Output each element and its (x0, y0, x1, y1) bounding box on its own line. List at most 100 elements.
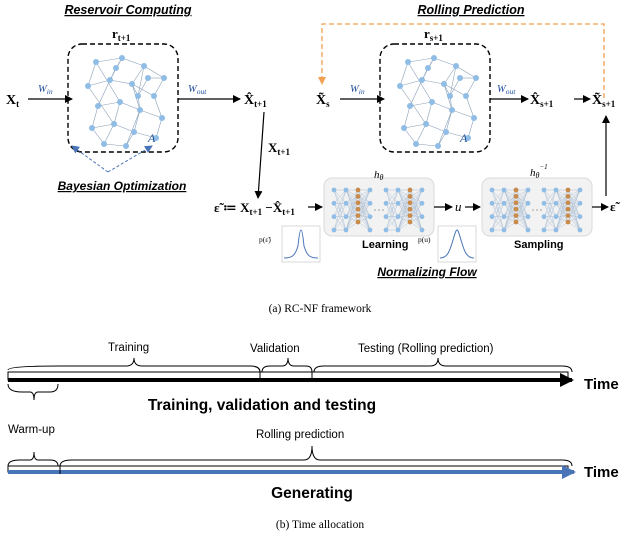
reservoir-edge (133, 131, 157, 139)
nn-node (541, 187, 547, 193)
r-t1-label: rt+1 (112, 26, 131, 43)
nn-node (395, 187, 401, 193)
caption-b: (b) Time allocation (276, 519, 364, 531)
nn-node (407, 187, 413, 193)
nn-edge (555, 189, 569, 210)
nn-node (343, 200, 349, 206)
reservoir-box-left (67, 43, 179, 153)
nn-edge (515, 202, 529, 231)
nn-node (489, 200, 495, 206)
nn-edge (333, 216, 347, 231)
nn-edge (515, 189, 529, 216)
reservoir-node (137, 107, 143, 113)
nn-edge (397, 196, 411, 217)
nn-node (513, 200, 519, 206)
nn-node (565, 200, 571, 206)
reservoir-edge (425, 123, 447, 133)
nn-edge (357, 209, 371, 231)
reservoir-node (431, 55, 437, 61)
reservoir-node (405, 59, 411, 65)
nn-node (343, 227, 349, 233)
bayes-title: Bayesian Optimization (58, 179, 187, 193)
nn-node (395, 200, 401, 206)
nf-title: Normalizing Flow (377, 265, 477, 279)
nn-edge (397, 189, 411, 216)
w-in-label-right: Win (350, 84, 365, 96)
reservoir-node (123, 143, 129, 149)
reservoir-network-left (85, 55, 167, 149)
reservoir-edge (121, 57, 145, 67)
reservoir-node (453, 63, 459, 69)
time-label-1: Time (584, 376, 619, 393)
nn-edge (567, 203, 581, 223)
nn-edge (555, 209, 569, 231)
nn-node (407, 200, 413, 206)
reservoir-node (423, 121, 429, 127)
nn-node (565, 187, 571, 193)
nn-edge (491, 189, 505, 217)
nn-edge (397, 209, 411, 231)
reservoir-edge (399, 85, 427, 125)
nn-node (513, 187, 519, 193)
nn-edge (333, 189, 347, 217)
nn-edge (543, 203, 557, 231)
nn-edge (567, 215, 581, 231)
nn-node (407, 219, 413, 225)
nn-edge (385, 189, 399, 231)
nn-edge (491, 203, 505, 231)
nn-edge (555, 202, 569, 231)
nn-edge (345, 189, 359, 217)
reservoir-edge (443, 83, 467, 97)
nn-edge (543, 189, 557, 204)
nn-node (489, 227, 495, 233)
subtitle-2: Generating (271, 485, 353, 502)
nn-node (355, 194, 361, 199)
sampling-network (489, 187, 583, 233)
bayes-arrow-2 (107, 145, 153, 173)
nn-node (419, 187, 425, 193)
nn-edge (503, 196, 517, 217)
reservoir-edge (119, 101, 141, 111)
nn-edge (543, 189, 557, 217)
nn-node (577, 200, 583, 206)
reservoir-edge (451, 109, 475, 119)
p-u-inset (437, 225, 477, 263)
reservoir-edge (91, 105, 99, 129)
nn-edge (409, 202, 423, 231)
reservoir-edge (449, 65, 457, 97)
sampling-label: Sampling (514, 239, 564, 251)
reservoir-node (85, 83, 91, 89)
nn-edge (491, 216, 505, 231)
reservoir-node (113, 65, 119, 71)
reservoir-node (129, 81, 135, 87)
reservoir-edge (399, 61, 409, 87)
reservoir-edge (415, 123, 427, 145)
nn-node (501, 214, 507, 220)
nn-edge (345, 209, 359, 231)
nn-node (355, 206, 361, 212)
rolling-bracket (59, 445, 573, 467)
nn-edge (567, 189, 581, 210)
reservoir-title: Reservoir Computing (64, 3, 191, 17)
reservoir-node (135, 93, 141, 99)
reservoir-edge (113, 101, 121, 125)
nn-edge (397, 215, 411, 231)
reservoir-edge (437, 109, 453, 147)
reservoir-node (131, 129, 137, 135)
nn-edge (409, 189, 423, 217)
reservoir-edge (103, 143, 127, 147)
nn-edge (503, 189, 517, 217)
nn-edge (409, 203, 423, 223)
nn-node (501, 227, 507, 233)
reservoir-edge (445, 131, 469, 139)
nn-node (355, 187, 361, 193)
nn-node (367, 187, 373, 193)
nn-node (525, 187, 531, 193)
reservoir-edge (431, 101, 453, 111)
reservoir-edge (409, 101, 433, 107)
nn-edge (567, 209, 581, 231)
nn-node (367, 227, 373, 233)
nn-node (343, 214, 349, 220)
nn-edge (345, 196, 359, 217)
reservoir-edge (87, 79, 111, 87)
